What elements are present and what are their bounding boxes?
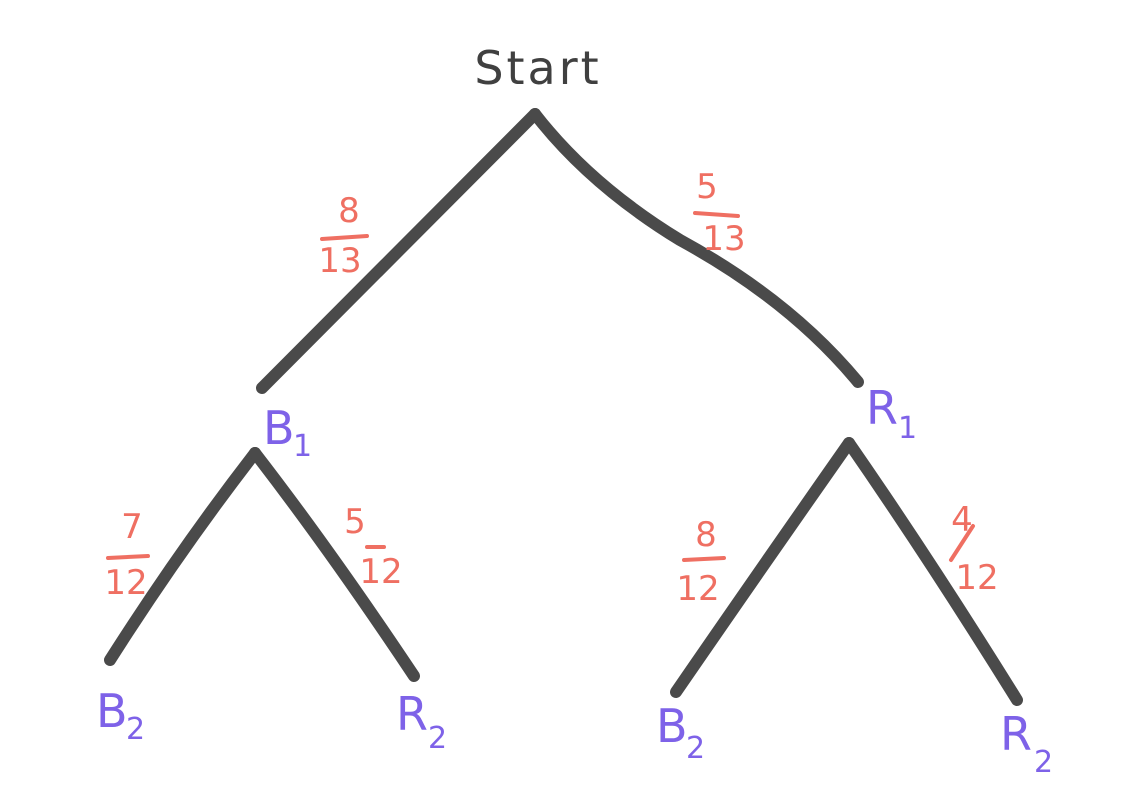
prob-r1-b2-bar bbox=[682, 556, 726, 562]
prob-start-r1-denominator: 13 bbox=[702, 219, 745, 259]
prob-r1-r2-denominator: 12 bbox=[955, 558, 998, 598]
node-b2-right: B 2 bbox=[656, 699, 705, 766]
prob-r1-b2: 8 12 bbox=[676, 515, 726, 609]
node-r2-right-letter: R bbox=[1000, 707, 1032, 761]
node-b2-left-subscript: 2 bbox=[126, 712, 145, 747]
prob-start-r1: 5 13 bbox=[693, 167, 746, 259]
node-r2-left-letter: R bbox=[396, 687, 428, 741]
node-b1-subscript: 1 bbox=[293, 429, 312, 464]
node-r2-left-subscript: 2 bbox=[428, 721, 447, 756]
prob-r1-r2: 4 12 bbox=[949, 500, 999, 598]
branches-level-2 bbox=[104, 437, 1023, 706]
branches-level-1 bbox=[256, 108, 864, 394]
node-r1-letter: R bbox=[866, 381, 898, 435]
branch-r1-to-r2 bbox=[843, 437, 1023, 706]
prob-r1-b2-denominator: 12 bbox=[676, 569, 719, 609]
prob-start-r1-numerator: 5 bbox=[696, 167, 718, 207]
prob-start-r1-bar bbox=[693, 211, 740, 218]
prob-b1-b2-denominator: 12 bbox=[104, 563, 147, 603]
branch-start-to-r1 bbox=[529, 108, 864, 388]
prob-start-b1-numerator: 8 bbox=[338, 191, 360, 231]
node-r2-right-subscript: 2 bbox=[1034, 745, 1053, 780]
branch-b1-to-b2 bbox=[104, 447, 261, 666]
branch-start-to-b1 bbox=[256, 108, 541, 394]
prob-r1-r2-numerator: 4 bbox=[951, 500, 973, 540]
node-b2-left-letter: B bbox=[96, 684, 128, 738]
prob-start-b1-bar bbox=[320, 234, 369, 241]
node-r2-right: R 2 bbox=[1000, 707, 1053, 780]
prob-start-b1: 8 13 bbox=[318, 191, 369, 281]
prob-b1-r2: 5 12 bbox=[344, 502, 402, 592]
node-b2-right-letter: B bbox=[656, 699, 688, 753]
prob-start-b1-denominator: 13 bbox=[318, 241, 361, 281]
branch-r1-to-b2 bbox=[670, 437, 855, 698]
node-b1: B 1 bbox=[263, 401, 312, 464]
prob-b1-b2: 7 12 bbox=[104, 507, 150, 603]
node-b2-left: B 2 bbox=[96, 684, 145, 747]
prob-b1-b2-numerator: 7 bbox=[121, 507, 143, 547]
node-b2-right-subscript: 2 bbox=[686, 731, 705, 766]
prob-b1-r2-numerator: 5 bbox=[344, 502, 366, 542]
node-r1-subscript: 1 bbox=[898, 411, 917, 446]
root-label: Start bbox=[474, 41, 601, 95]
prob-r1-r2-bar bbox=[949, 524, 975, 562]
branch-b1-to-r2 bbox=[249, 447, 420, 682]
prob-r1-b2-numerator: 8 bbox=[695, 515, 717, 555]
node-r2-left: R 2 bbox=[396, 687, 447, 756]
node-b1-letter: B bbox=[263, 401, 295, 455]
prob-b1-b2-bar bbox=[106, 554, 150, 560]
prob-b1-r2-denominator: 12 bbox=[359, 552, 402, 592]
node-r1: R 1 bbox=[866, 381, 917, 446]
